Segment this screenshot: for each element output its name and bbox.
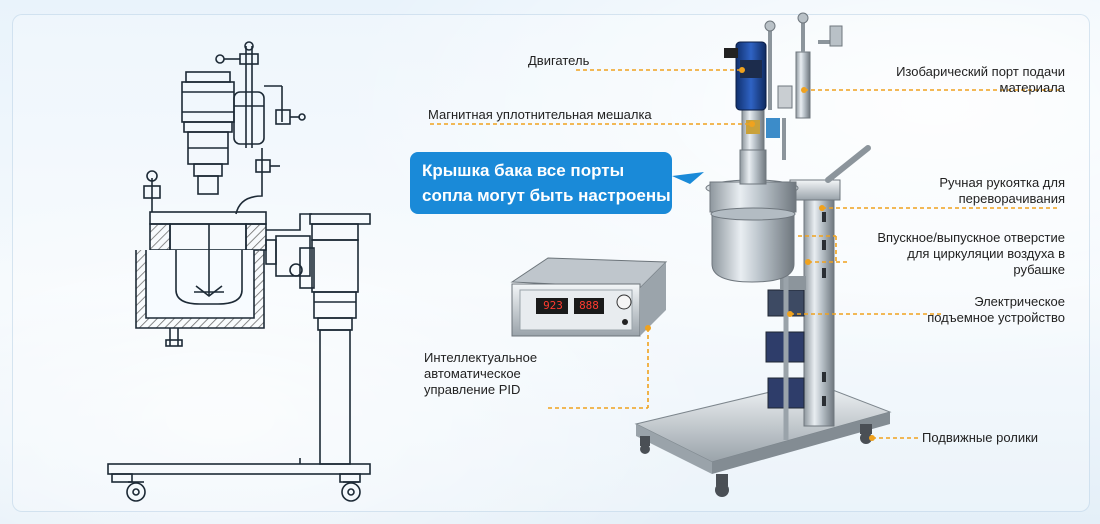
- label-jacket-port-line3: рубашке: [1013, 262, 1065, 277]
- controller-display-right: 888: [579, 299, 599, 312]
- label-jacket-port: Впускное/выпускное отверстие для циркуля…: [877, 230, 1065, 278]
- callout-line2: сопла могут быть настроены: [422, 186, 671, 205]
- label-manual-handle: Ручная рукоятка для переворачивания: [939, 175, 1065, 207]
- callout-line1: Крышка бака все порты: [422, 161, 625, 180]
- label-isobaric-port: Изобарический порт подачи материала: [896, 64, 1065, 96]
- support-column: [803, 189, 835, 427]
- label-isobaric-port-line1: Изобарический порт подачи: [896, 64, 1065, 79]
- controller-display-left: 923: [543, 299, 563, 312]
- label-manual-handle-line1: Ручная рукоятка для: [939, 175, 1065, 190]
- label-pid-line3: управление PID: [424, 382, 521, 397]
- label-magnetic-stirrer: Магнитная уплотнительная мешалка: [428, 107, 652, 122]
- flip-handle: [825, 145, 871, 183]
- isobaric-vessel: [233, 91, 265, 145]
- label-pid-line1: Интеллектуальное: [424, 350, 538, 365]
- label-lift-line2: подъемное устройство: [927, 310, 1065, 325]
- lid-ports-callout: Крышка бака все порты сопла могут быть н…: [410, 152, 672, 214]
- label-lift-line1: Электрическое: [974, 294, 1065, 309]
- pid-controller: [510, 257, 668, 337]
- callout-arrow: [672, 172, 704, 184]
- label-pid-line2: автоматическое: [424, 366, 521, 381]
- label-motor: Двигатель: [528, 53, 590, 68]
- label-manual-handle-line2: переворачивания: [958, 191, 1065, 206]
- label-lift: Электрическое подъемное устройство: [927, 294, 1065, 326]
- label-jacket-port-line1: Впускное/выпускное отверстие: [877, 230, 1065, 245]
- label-jacket-port-line2: для циркуляции воздуха в: [907, 246, 1065, 261]
- vessel-jacket: [711, 213, 795, 283]
- label-casters: Подвижные ролики: [922, 430, 1039, 445]
- label-pid: Интеллектуальное автоматическое управлен…: [424, 350, 537, 398]
- label-isobaric-port-line2: материала: [999, 80, 1065, 95]
